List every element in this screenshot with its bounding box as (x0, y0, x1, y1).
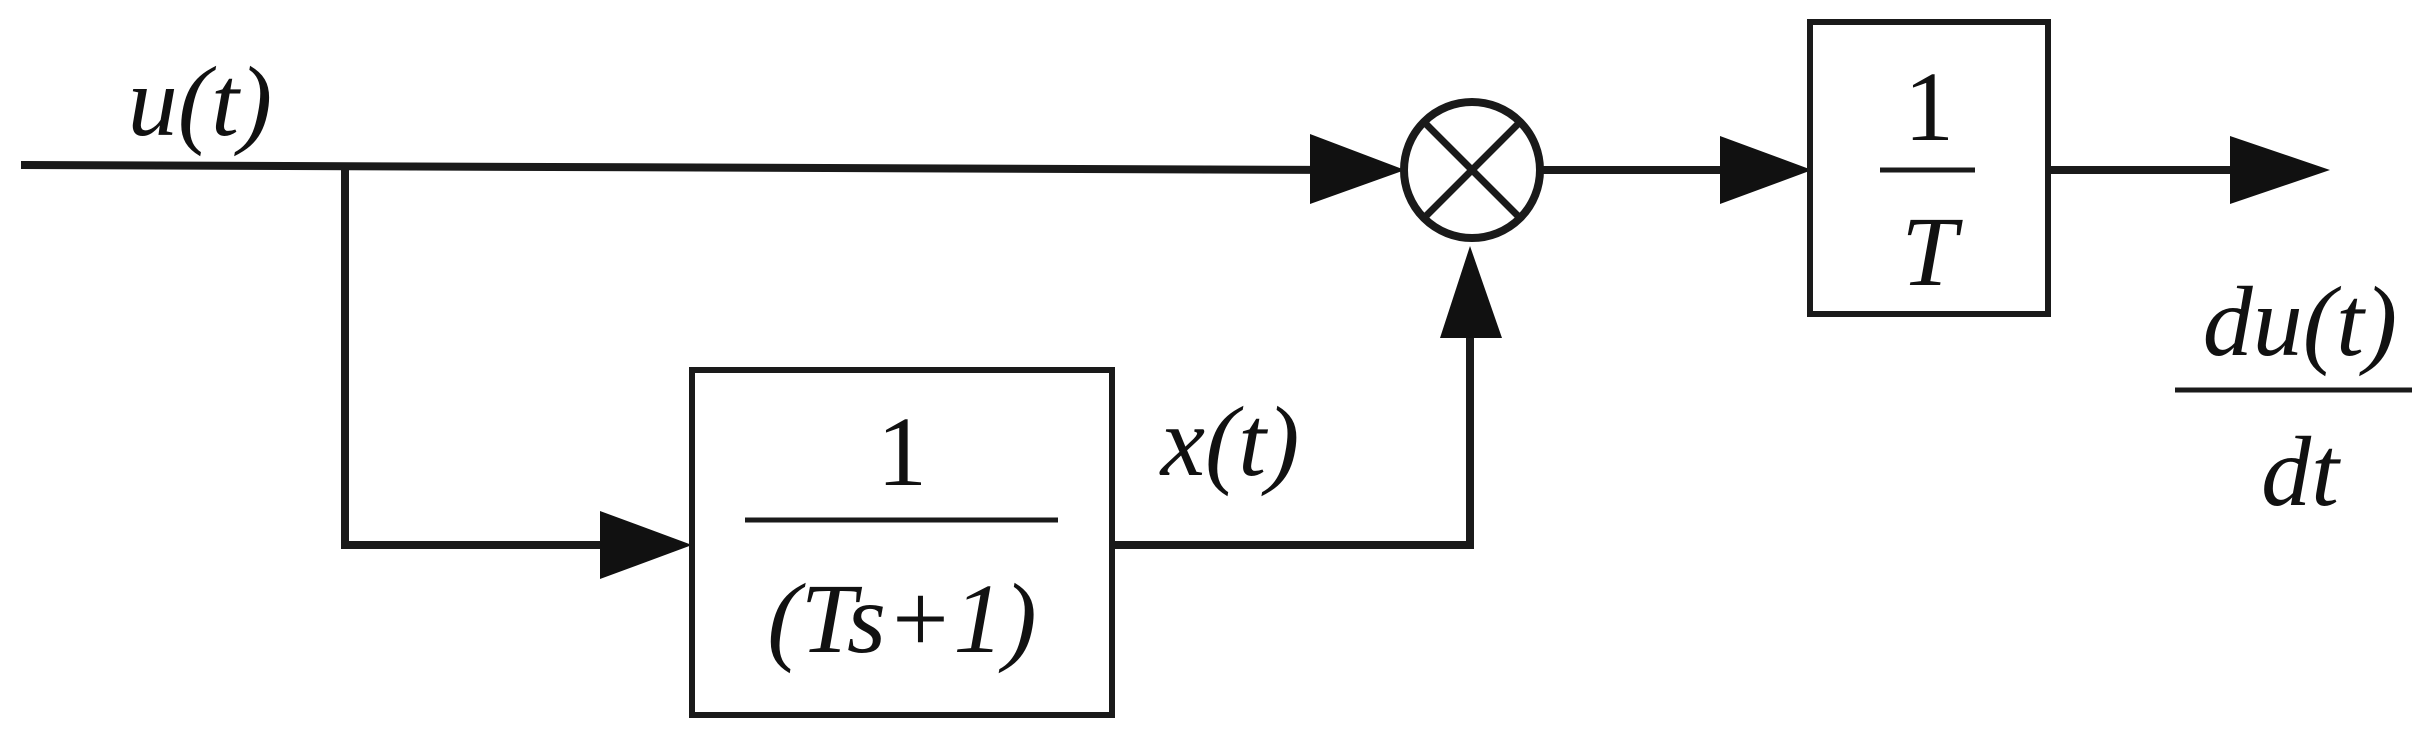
output-signal-label: du(t) dt (2175, 266, 2412, 527)
gain-denominator: T (1901, 196, 1963, 307)
input-signal-label: u(t) (128, 46, 272, 157)
filter-numerator: 1 (877, 396, 927, 507)
arrowhead-up-to-junction (1440, 246, 1502, 338)
output-label-numerator: du(t) (2203, 266, 2397, 377)
gain-numerator: 1 (1904, 51, 1954, 162)
output-label-denominator: dt (2261, 416, 2341, 527)
input-wire (20, 160, 1355, 175)
filter-denominator: (Ts+1) (767, 563, 1036, 674)
arrowhead-to-gain (1720, 136, 1812, 204)
branch-wire (341, 163, 644, 549)
feedback-wire (1106, 296, 1474, 549)
gain-block: 1 T (1807, 19, 2051, 317)
intermediate-signal-label: x(t) (1159, 386, 1300, 497)
arrowhead-to-filter (600, 511, 692, 579)
multiplier-junction (1400, 98, 1544, 242)
arrowhead-output (2230, 136, 2330, 204)
arrowhead-to-junction (1310, 134, 1405, 204)
filter-block: 1 (Ts+1) (689, 367, 1115, 718)
junction-cross-b (1421, 119, 1523, 221)
